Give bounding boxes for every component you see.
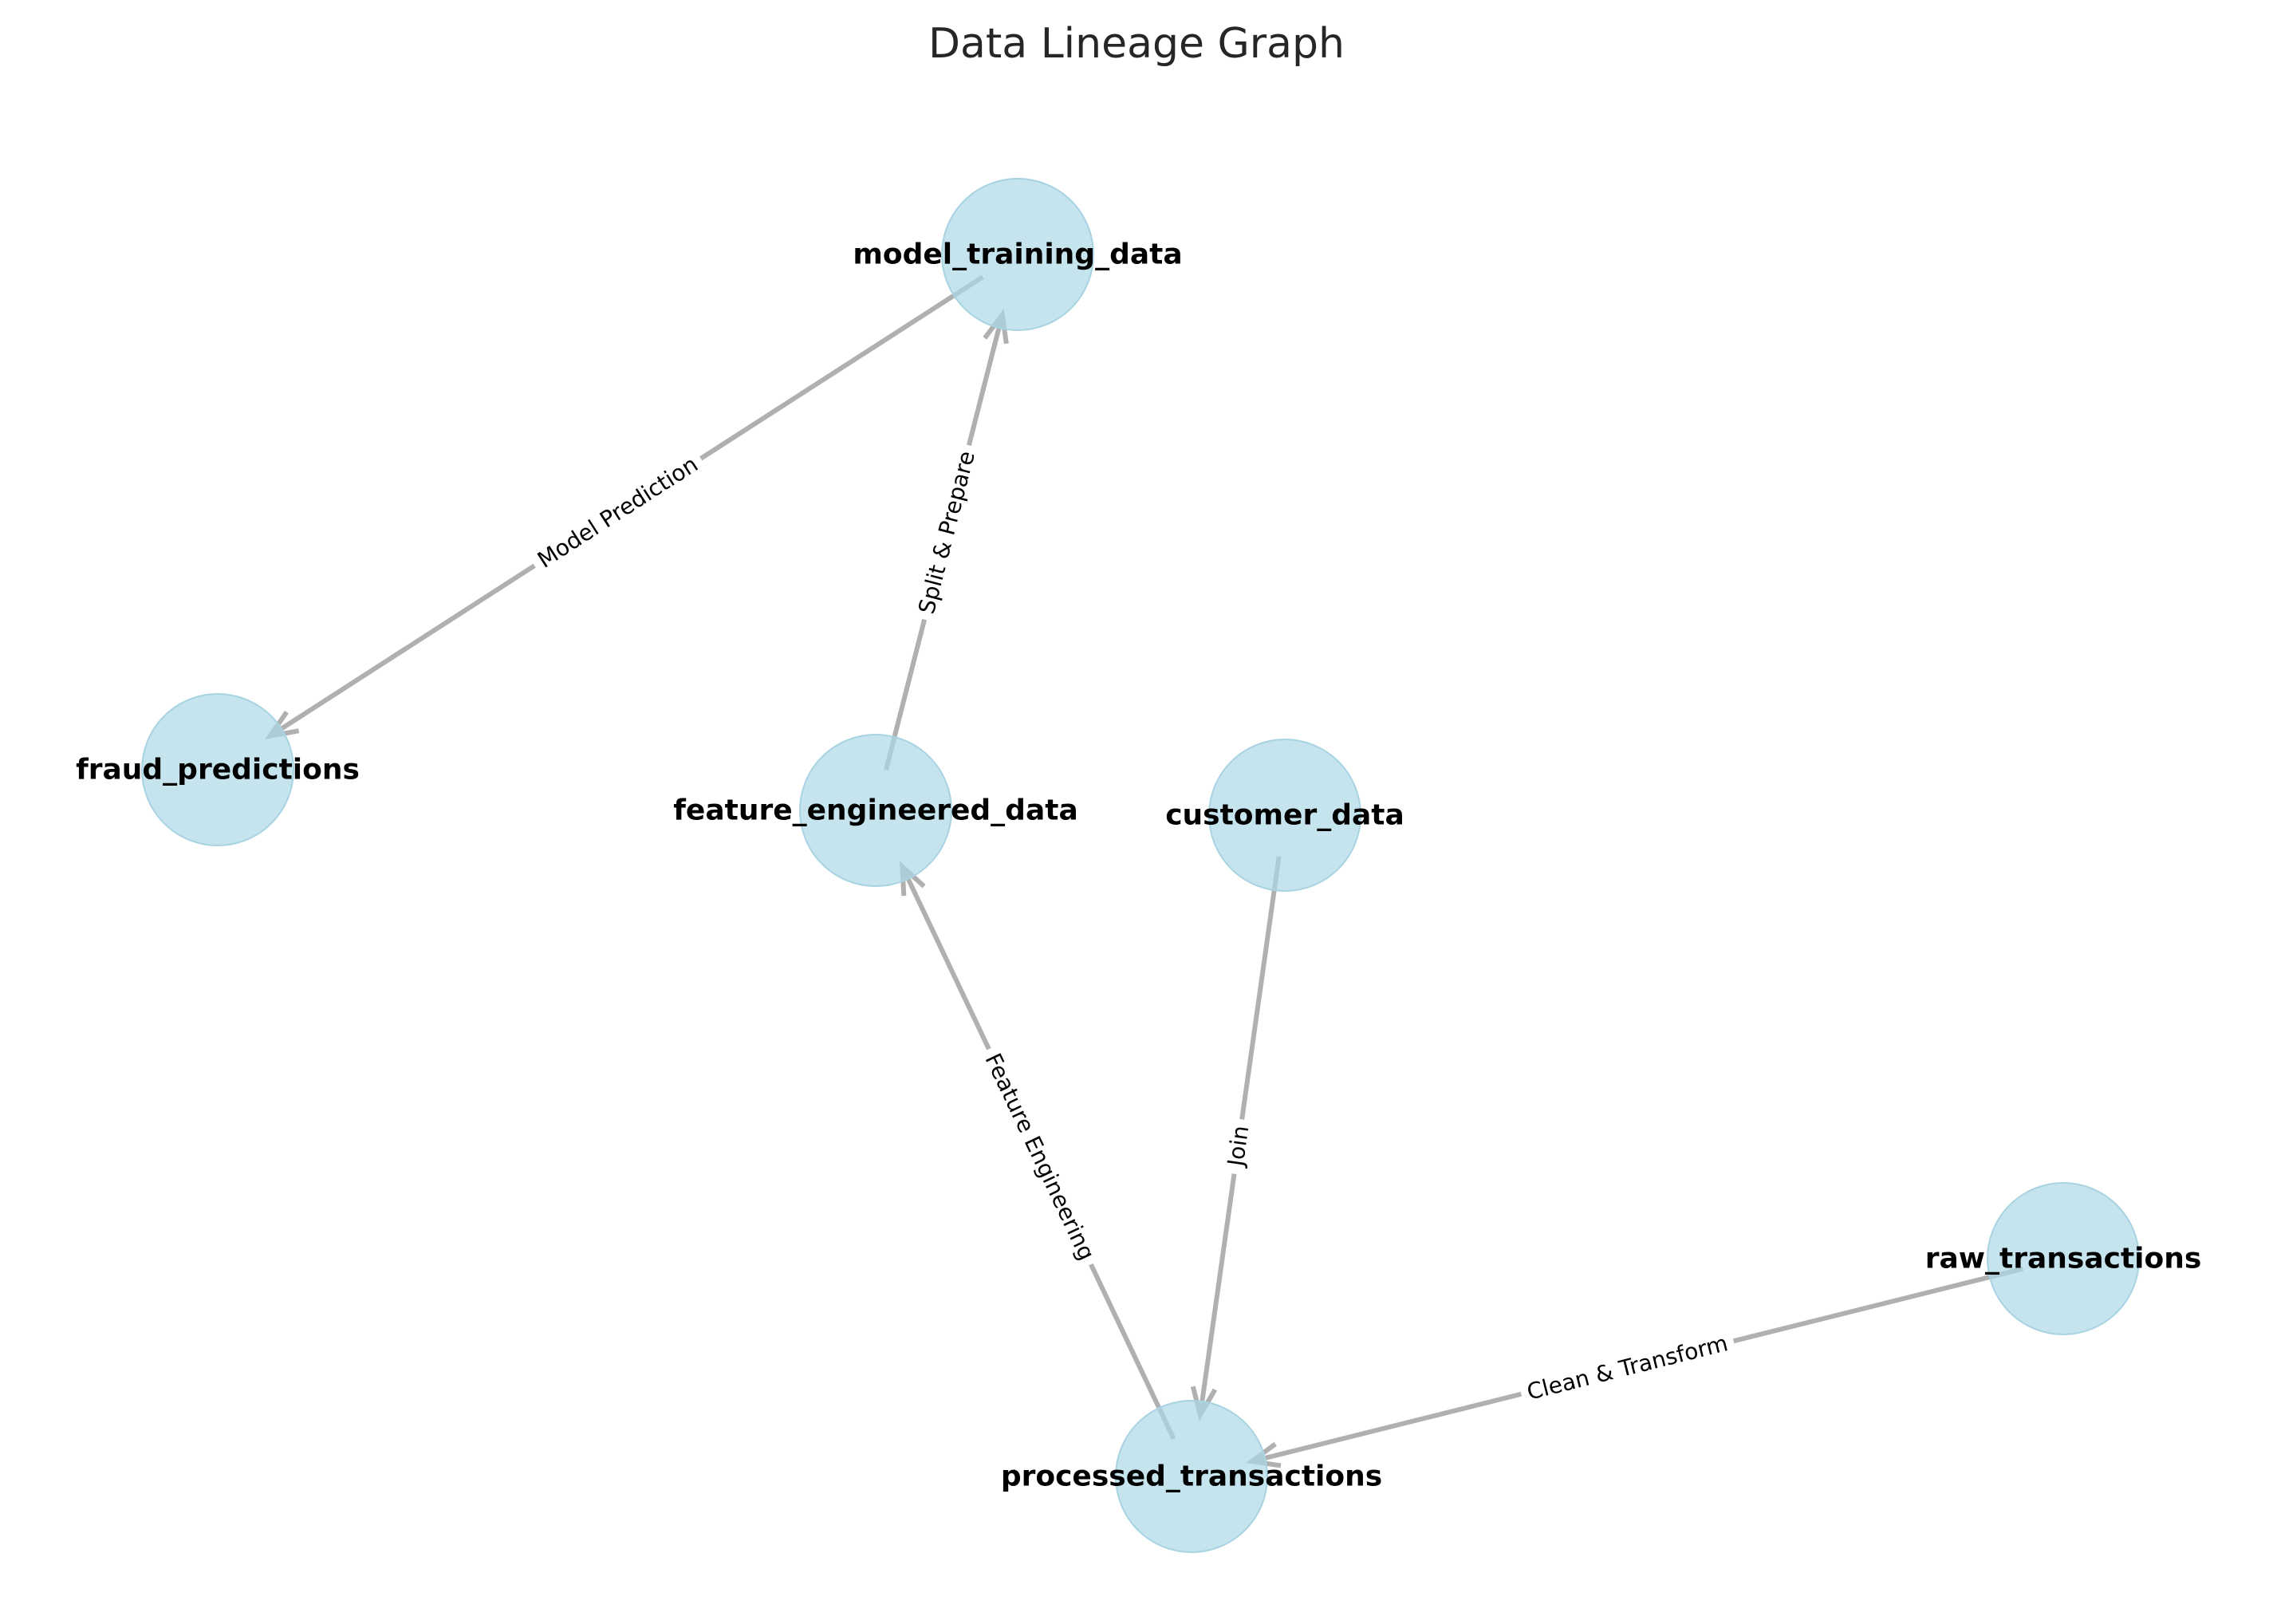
node-feature-engineered-data (799, 734, 952, 887)
edge-label-group: Join (1218, 1117, 1259, 1177)
graph-title: Data Lineage Graph (928, 20, 1345, 68)
node-customer-data (1208, 739, 1361, 892)
node-label: processed_transactions (1001, 1460, 1382, 1493)
edge-label-background (974, 1042, 1106, 1271)
node-label: model_training_data (853, 238, 1182, 271)
nodes-layer (141, 178, 2140, 1553)
node-raw-transactions (1987, 1182, 2140, 1335)
node-label: customer_data (1165, 799, 1404, 832)
edge-label-background (908, 441, 985, 624)
edge-label-background (1218, 1117, 1259, 1177)
edge-label-background (526, 444, 710, 580)
edge-label-background (1517, 1325, 1738, 1410)
node-processed-transactions (1115, 1400, 1268, 1553)
node-fraud-predictions (141, 693, 294, 846)
edge-label: Join (1222, 1124, 1254, 1169)
node-labels-layer: model_training_data fraud_predictionsfeat… (76, 238, 2201, 1493)
node-model-training-data (941, 178, 1094, 331)
node-label: raw_transactions (1925, 1243, 2202, 1275)
node-label: feature_engineered_data (673, 794, 1078, 827)
node-label: fraud_predictions (76, 754, 360, 786)
